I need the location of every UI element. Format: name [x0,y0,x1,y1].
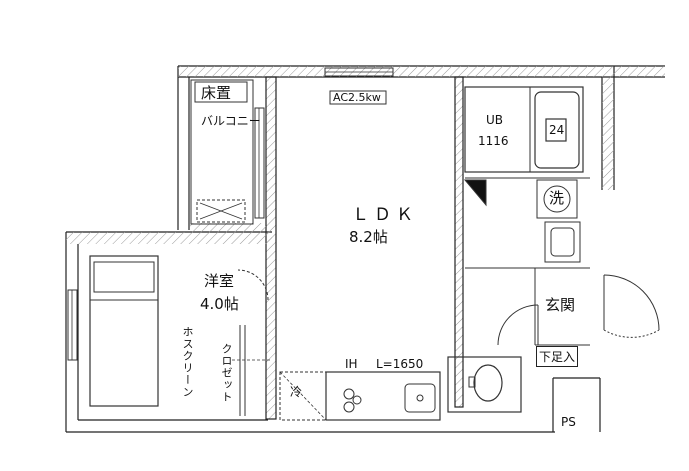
balcony-area [190,79,265,225]
wet-area [463,86,590,346]
ventilation-label: 24 [549,123,565,137]
balcony-label: バルコニー [201,114,261,128]
entrance-label: 玄関 [545,296,576,314]
closet-label: クロゼット [220,343,233,403]
western-room-name: 洋室 [204,272,235,290]
hosu-curtain-label: ホスクリーン [181,326,194,398]
western-room-furniture [67,255,270,416]
aircon-label: AC2.5kw [333,91,381,104]
wall-hatching [66,66,665,420]
kitchen-ih-label: IH [345,357,358,371]
shoe-box-label: 下足入 [536,346,579,367]
ldk-size: 8.2帖 [349,228,388,246]
floor-storage-label: 床置 [201,84,232,102]
kitchen-length-label: L=1650 [376,357,424,371]
toilet-area [447,356,522,413]
kitchen-counter [279,371,441,421]
western-room-size: 4.0帖 [200,295,239,313]
top-window [324,67,394,105]
unit-bath-name: UB [486,113,504,127]
washer-label: 洗 [549,189,565,207]
ps-label: PS [561,415,576,429]
exterior-walls [65,65,665,433]
ldk-name: ＬＤＫ [352,205,418,225]
door-swings [237,269,660,346]
fridge-label: 冷 [290,385,303,399]
unit-bath-size: 1116 [478,134,509,148]
